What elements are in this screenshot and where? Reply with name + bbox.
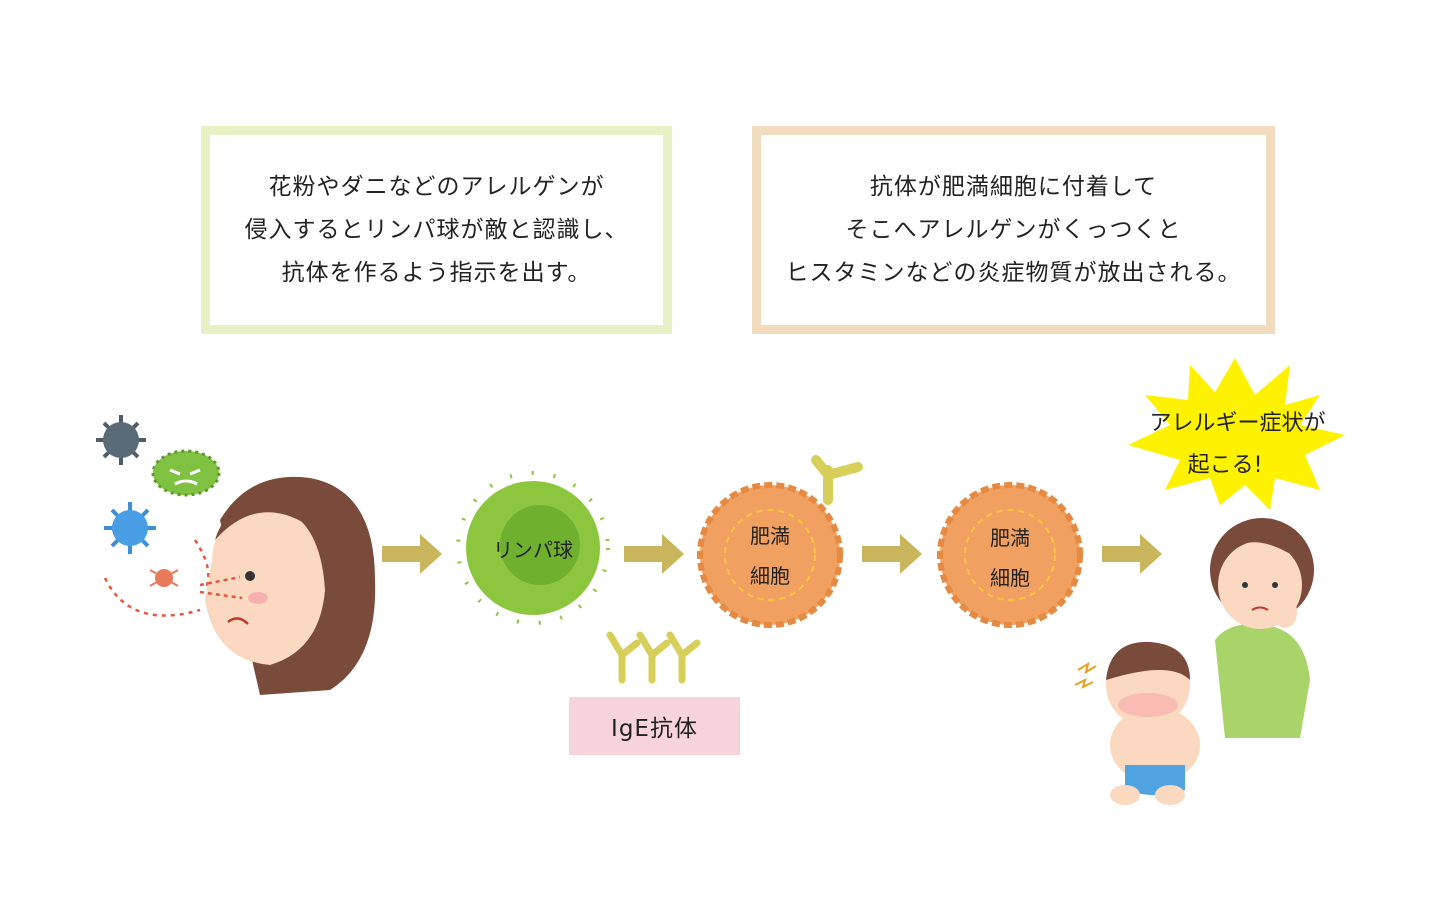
arrow-right-icon	[1102, 534, 1162, 574]
explanation-box-histamine-release: 抗体が肥満細胞に付着して そこへアレルゲンがくっつくと ヒスタミンなどの炎症物質…	[752, 126, 1275, 334]
mast-cell-label-line2: 細胞	[990, 566, 1030, 590]
text-line: そこへアレルゲンがくっつくと	[845, 216, 1182, 243]
lymphocyte-cell-illustration	[456, 471, 610, 625]
mast-cell-label-line1: 肥満	[750, 524, 790, 548]
text-line: 抗体が肥満細胞に付着して	[869, 173, 1158, 200]
airflow-dotted-line	[103, 539, 210, 617]
mother-illustration	[1210, 518, 1314, 738]
woman-face-illustration	[199, 476, 376, 695]
antibody-icon	[811, 455, 863, 505]
text-line: 花粉やダニなどのアレルゲンが	[268, 173, 605, 200]
baby-illustration	[1074, 641, 1200, 805]
mast-cell-illustration	[697, 455, 863, 628]
ige-antibody-label: IgE抗体	[569, 697, 740, 755]
text-line: ヒスタミンなどの炎症物質が放出される。	[785, 259, 1242, 286]
arrow-right-icon	[862, 534, 922, 574]
arrow-right-icon	[624, 534, 684, 574]
text-line: 侵入するとリンパ球が敵と認識し、	[244, 216, 629, 243]
mast-cell-label-line1: 肥満	[990, 526, 1030, 550]
germ-blue-icon	[104, 502, 156, 554]
germ-green-icon	[151, 449, 221, 497]
mast-cell-illustration	[937, 482, 1083, 628]
mast-cell-label-line2: 細胞	[750, 564, 790, 588]
mite-icon	[149, 569, 179, 587]
starburst-shape	[1128, 358, 1345, 510]
burst-text-line2: 起こる!	[1187, 453, 1263, 478]
arrow-right-icon	[382, 534, 442, 574]
explanation-box-allergen-entry: 花粉やダニなどのアレルゲンが 侵入するとリンパ球が敵と認識し、 抗体を作るよう指…	[201, 126, 672, 334]
germ-dark-icon	[96, 415, 146, 465]
lymphocyte-label: リンパ球	[493, 538, 573, 562]
text-line: 抗体を作るよう指示を出す。	[281, 259, 592, 286]
burst-text-line1: アレルギー症状が	[1149, 411, 1326, 436]
ige-antibody-icons	[606, 631, 701, 684]
